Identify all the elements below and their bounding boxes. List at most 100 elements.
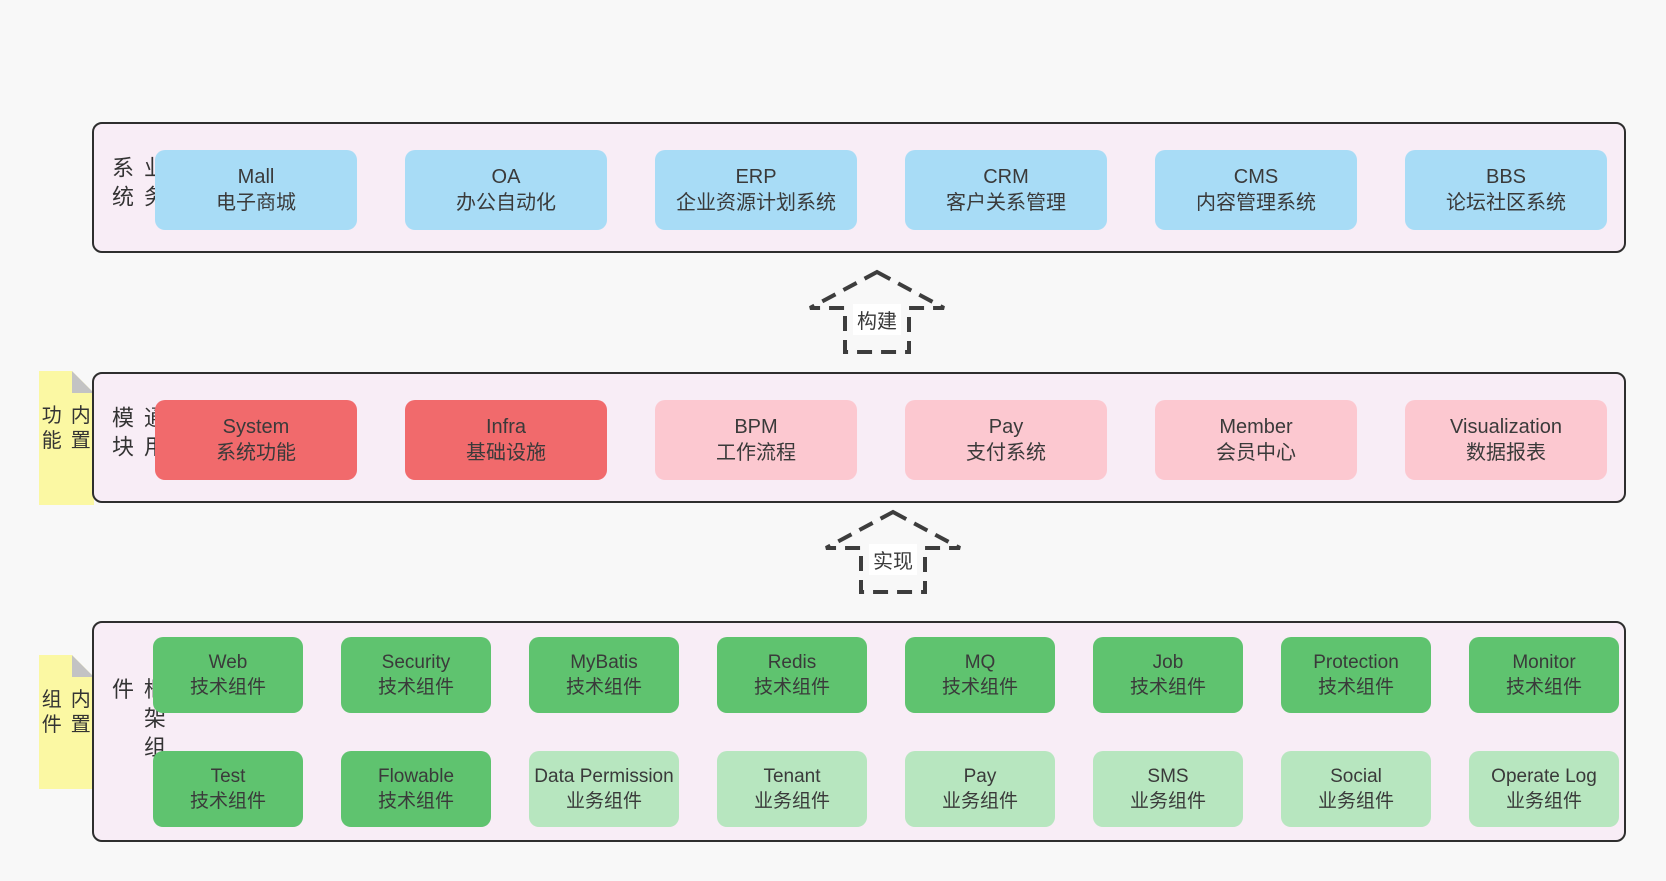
box-subtitle: 电子商城 [216, 192, 296, 214]
box-subtitle: 业务组件 [1129, 791, 1206, 812]
box-subtitle: 论坛社区系统 [1446, 192, 1566, 214]
box-title: Data Permission [534, 765, 674, 787]
box-mybatis: MyBatis 技术组件 [529, 637, 679, 713]
built-in-features-tab: 内置功能 [39, 371, 94, 505]
box-title: System [222, 415, 290, 438]
box-title: MQ [964, 651, 996, 673]
box-title: ERP [735, 165, 777, 188]
dashed-up-arrow-icon [809, 269, 945, 354]
box-protection: Protection 技术组件 [1281, 637, 1431, 713]
box-subtitle: 业务组件 [1505, 791, 1582, 812]
box-title: CMS [1233, 165, 1279, 188]
box-subtitle: 系统功能 [216, 442, 296, 464]
box-title: BPM [734, 415, 778, 438]
box-test: Test 技术组件 [153, 751, 303, 827]
common-modules-panel: 通用模块 System 系统功能 Infra 基础设施 BPM 工作流程 Pay… [92, 372, 1626, 503]
implement-arrow-label: 实现 [869, 544, 917, 575]
box-bbs: BBS 论坛社区系统 [1405, 150, 1607, 230]
box-visualization: Visualization 数据报表 [1405, 400, 1607, 480]
box-mq: MQ 技术组件 [905, 637, 1055, 713]
box-title: Test [210, 765, 246, 787]
box-subtitle: 技术组件 [377, 677, 454, 698]
box-redis: Redis 技术组件 [717, 637, 867, 713]
box-title: Pay [963, 765, 997, 787]
box-subtitle: 工作流程 [716, 442, 796, 464]
box-title: Member [1219, 415, 1293, 438]
built-in-features-tab-label: 内置功能 [38, 404, 90, 455]
box-title: Tenant [763, 765, 821, 787]
box-erp: ERP 企业资源计划系统 [655, 150, 857, 230]
built-in-components-tab: 内置组件 [39, 655, 94, 789]
box-subtitle: 技术组件 [189, 677, 266, 698]
folded-corner-icon [72, 655, 94, 677]
box-subtitle: 技术组件 [377, 791, 454, 812]
box-subtitle: 数据报表 [1466, 442, 1546, 464]
box-system: System 系统功能 [155, 400, 357, 480]
box-social: Social 业务组件 [1281, 751, 1431, 827]
box-infra: Infra 基础设施 [405, 400, 607, 480]
framework-components-panel: 框架组件 Web 技术组件 Security 技术组件 MyBatis 技术组件… [92, 621, 1626, 842]
box-pay-module: Pay 支付系统 [905, 400, 1107, 480]
box-subtitle: 技术组件 [1129, 677, 1206, 698]
box-subtitle: 基础设施 [466, 442, 546, 464]
box-title: CRM [983, 165, 1029, 188]
box-security: Security 技术组件 [341, 637, 491, 713]
box-subtitle: 业务组件 [753, 791, 830, 812]
framework-components-row-2: Test 技术组件 Flowable 技术组件 Data Permission … [153, 751, 1619, 827]
box-subtitle: 办公自动化 [456, 192, 556, 214]
box-subtitle: 业务组件 [565, 791, 642, 812]
box-title: Web [208, 651, 248, 673]
box-subtitle: 技术组件 [1317, 677, 1394, 698]
box-subtitle: 企业资源计划系统 [676, 192, 836, 214]
dashed-up-arrow-icon [825, 509, 961, 594]
box-bpm: BPM 工作流程 [655, 400, 857, 480]
business-systems-row: Mall 电子商城 OA 办公自动化 ERP 企业资源计划系统 CRM 客户关系… [155, 150, 1607, 230]
box-pay-component: Pay 业务组件 [905, 751, 1055, 827]
box-title: MyBatis [570, 651, 638, 673]
box-title: SMS [1147, 765, 1189, 787]
box-subtitle: 技术组件 [753, 677, 830, 698]
box-oa: OA 办公自动化 [405, 150, 607, 230]
box-subtitle: 内容管理系统 [1196, 192, 1316, 214]
box-title: Social [1330, 765, 1382, 787]
framework-components-row-1: Web 技术组件 Security 技术组件 MyBatis 技术组件 Redi… [153, 637, 1619, 713]
box-tenant: Tenant 业务组件 [717, 751, 867, 827]
build-arrow-label: 构建 [853, 304, 901, 335]
box-mall: Mall 电子商城 [155, 150, 357, 230]
build-arrow-up-icon: 构建 [807, 268, 947, 356]
box-title: Infra [485, 415, 527, 438]
box-crm: CRM 客户关系管理 [905, 150, 1107, 230]
box-title: Flowable [377, 765, 455, 787]
box-subtitle: 技术组件 [189, 791, 266, 812]
box-flowable: Flowable 技术组件 [341, 751, 491, 827]
box-title: Operate Log [1491, 765, 1597, 787]
box-title: Job [1152, 651, 1184, 673]
box-title: OA [491, 165, 521, 188]
business-systems-panel: 业务系统 Mall 电子商城 OA 办公自动化 ERP 企业资源计划系统 CRM… [92, 122, 1626, 253]
box-monitor: Monitor 技术组件 [1469, 637, 1619, 713]
built-in-components-tab-label: 内置组件 [38, 688, 90, 739]
box-subtitle: 支付系统 [966, 442, 1046, 464]
box-subtitle: 业务组件 [1317, 791, 1394, 812]
box-title: Redis [767, 651, 817, 673]
implement-arrow-up-icon: 实现 [823, 508, 963, 596]
box-sms: SMS 业务组件 [1093, 751, 1243, 827]
box-cms: CMS 内容管理系统 [1155, 150, 1357, 230]
box-title: Security [381, 651, 451, 673]
common-modules-row: System 系统功能 Infra 基础设施 BPM 工作流程 Pay 支付系统… [155, 400, 1607, 480]
box-subtitle: 技术组件 [941, 677, 1018, 698]
box-member: Member 会员中心 [1155, 400, 1357, 480]
box-title: Protection [1313, 651, 1399, 673]
box-title: BBS [1485, 165, 1527, 188]
box-web: Web 技术组件 [153, 637, 303, 713]
folded-corner-icon [72, 371, 94, 393]
box-subtitle: 技术组件 [1505, 677, 1582, 698]
box-title: Mall [237, 165, 275, 188]
box-title: Pay [988, 415, 1024, 438]
box-title: Monitor [1512, 651, 1576, 673]
box-subtitle: 客户关系管理 [946, 192, 1066, 214]
box-subtitle: 技术组件 [565, 677, 642, 698]
box-job: Job 技术组件 [1093, 637, 1243, 713]
box-subtitle: 会员中心 [1216, 442, 1296, 464]
